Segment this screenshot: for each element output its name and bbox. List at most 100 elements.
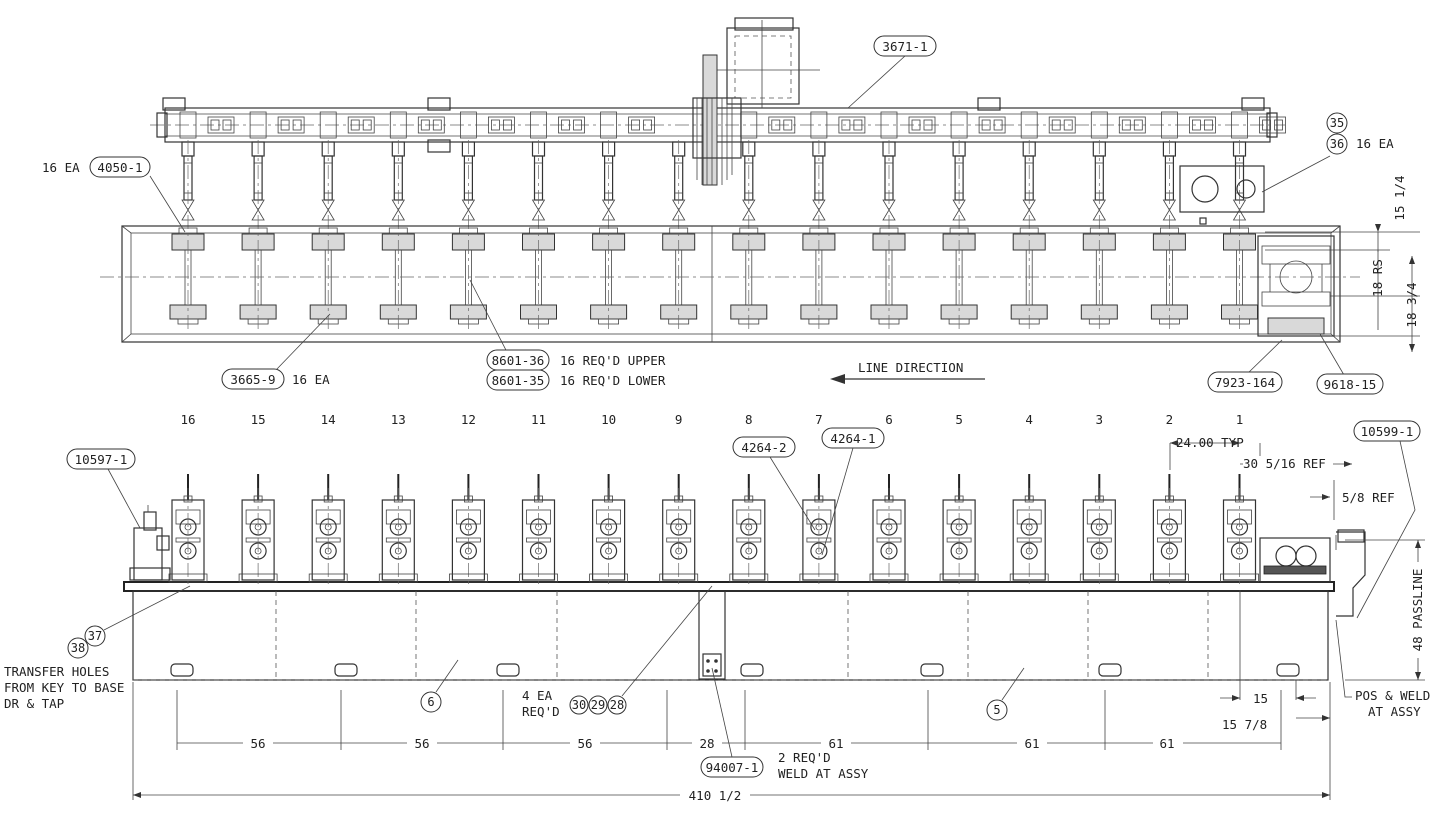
callout-29: 29 xyxy=(591,698,605,712)
base-plate xyxy=(123,581,1335,592)
bolt-slot xyxy=(920,663,944,677)
dim-15-1-4: 15 1/4 xyxy=(1392,175,1407,220)
callout-8601-35: 8601-35 xyxy=(492,373,545,388)
station-number: 15 xyxy=(251,412,266,427)
station-number: 4 xyxy=(1025,412,1033,427)
dim-15-7-8: 15 7/8 xyxy=(1222,717,1267,732)
note-from-key-to-base: FROM KEY TO BASE xyxy=(4,680,124,695)
dim-61-a: 61 xyxy=(828,736,843,751)
station-number: 2 xyxy=(1166,412,1174,427)
roll-stand xyxy=(378,474,418,585)
roll-stand xyxy=(1009,474,1049,585)
entry-guide xyxy=(1257,235,1335,337)
exit-support-unit xyxy=(129,505,171,581)
dim-61-c: 61 xyxy=(1159,736,1174,751)
dim-56-c: 56 xyxy=(577,736,592,751)
plan-station xyxy=(379,140,417,330)
callout-30: 30 xyxy=(572,698,586,712)
dim-18-rs: 18 RS xyxy=(1370,259,1385,297)
callout-4050-1: 4050-1 xyxy=(97,160,142,175)
roll-stand xyxy=(589,474,628,585)
station-number: 10 xyxy=(601,412,616,427)
callout-38: 38 xyxy=(71,641,85,655)
entry-guide-elevation xyxy=(1259,529,1365,583)
note-pos-weld-assy: AT ASSY xyxy=(1368,704,1421,719)
roll-stand xyxy=(1079,474,1119,585)
dim-61-b: 61 xyxy=(1024,736,1039,751)
gearbox xyxy=(978,116,1006,134)
flange-plate xyxy=(1179,165,1265,213)
roll-stand xyxy=(729,474,769,585)
note-weld-at-assy: WELD AT ASSY xyxy=(778,766,869,781)
roll-stand xyxy=(238,474,278,585)
gearbox xyxy=(908,116,936,134)
callout-94007-1: 94007-1 xyxy=(706,760,759,775)
gearbox xyxy=(207,116,235,134)
plan-station xyxy=(1150,140,1188,330)
dim-410-1-2: 410 1/2 xyxy=(689,788,742,803)
line-direction-label: LINE DIRECTION xyxy=(858,360,963,375)
plan-station xyxy=(940,140,978,330)
plan-station xyxy=(1221,140,1258,330)
entry-bracket xyxy=(1336,531,1366,617)
roll-stand xyxy=(869,474,909,585)
bottom-dimension-string: 56 56 56 28 61 61 61 410 1/2 xyxy=(132,682,1331,803)
roll-stand xyxy=(308,474,348,585)
station-number: 8 xyxy=(745,412,753,427)
gearbox xyxy=(277,116,305,134)
plan-station xyxy=(660,140,698,330)
station-number: 1 xyxy=(1236,412,1244,427)
station-number: 14 xyxy=(321,412,336,427)
gearbox xyxy=(1189,116,1216,134)
gearbox xyxy=(1259,116,1286,134)
station-number: 13 xyxy=(391,412,406,427)
dim-30-5-16-ref: 30 5/16 REF xyxy=(1243,456,1326,471)
callout-3671-1: 3671-1 xyxy=(882,39,927,54)
callout-28: 28 xyxy=(610,698,624,712)
qty-36: 16 EA xyxy=(1356,136,1394,151)
station-number: 7 xyxy=(815,412,823,427)
callout-4264-2: 4264-2 xyxy=(741,440,786,455)
callout-5: 5 xyxy=(993,703,1000,717)
callout-6: 6 xyxy=(427,695,434,709)
plan-station xyxy=(1080,140,1118,330)
plan-station xyxy=(1010,140,1048,330)
qty-4050-1: 16 EA xyxy=(42,160,80,175)
dim-56-a: 56 xyxy=(250,736,265,751)
plan-station xyxy=(239,140,277,330)
station-number: 5 xyxy=(955,412,963,427)
gearbox xyxy=(487,116,515,134)
gearbox xyxy=(1118,116,1146,134)
callout-10597-1: 10597-1 xyxy=(75,452,128,467)
bolt-slot xyxy=(740,663,764,677)
plan-base-frame xyxy=(121,225,1341,343)
callout-37: 37 xyxy=(88,629,102,643)
station-number: 12 xyxy=(461,412,476,427)
callout-4264-1: 4264-1 xyxy=(830,431,875,446)
roll-stand xyxy=(448,474,488,585)
base-frame xyxy=(132,590,1329,681)
qty-3665-9: 16 EA xyxy=(292,372,330,387)
callout-10599-1: 10599-1 xyxy=(1361,424,1414,439)
note-4-ea-reqd: REQ'D xyxy=(522,704,560,719)
dim-5-8-ref: 5/8 REF xyxy=(1342,490,1395,505)
dim-15: 15 xyxy=(1253,691,1268,706)
station-number: 6 xyxy=(885,412,893,427)
roll-stand xyxy=(519,474,558,585)
plan-station xyxy=(730,140,768,330)
callout-35: 35 xyxy=(1330,116,1344,130)
note-8601-36: 16 REQ'D UPPER xyxy=(560,353,666,368)
bolt-slot xyxy=(1098,663,1122,677)
line-direction-arrowhead xyxy=(830,374,845,384)
gearbox xyxy=(838,116,866,134)
gearbox xyxy=(628,116,655,134)
note-transfer-holes: TRANSFER HOLES xyxy=(4,664,109,679)
plan-station xyxy=(590,140,628,330)
roll-stand xyxy=(1220,474,1259,585)
roll-stand xyxy=(939,474,979,585)
note-dr-tap: DR & TAP xyxy=(4,696,64,711)
note-4-ea: 4 EA xyxy=(522,688,553,703)
